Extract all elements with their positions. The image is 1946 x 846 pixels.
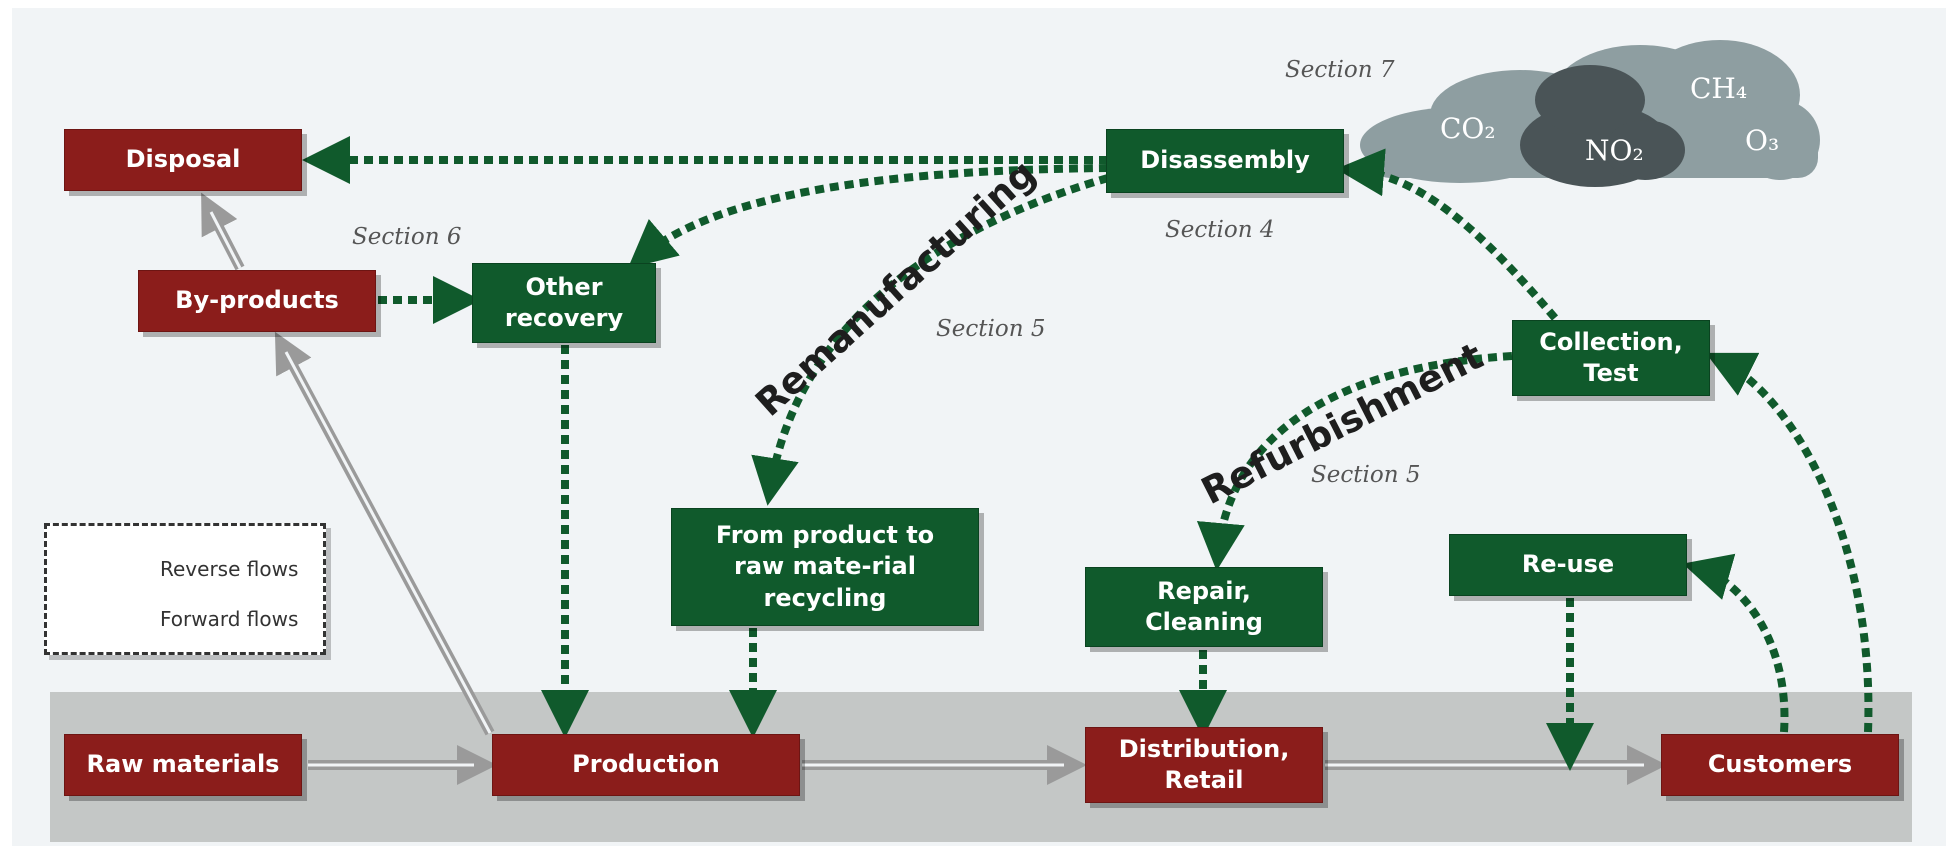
- legend-reverse-label: Reverse flows: [160, 557, 299, 581]
- section-5-remanufacturing-label: Section 5: [936, 316, 1046, 342]
- node-distribution-retail: Distribution, Retail: [1085, 727, 1323, 803]
- emissions-cloud: CO₂ CH₄ NO₂ O₃: [1360, 40, 1820, 187]
- flow-disassembly-to-recycling: [751, 174, 1110, 506]
- node-customers: Customers: [1661, 734, 1899, 796]
- flow-customers-to-reuse: [1682, 553, 1789, 733]
- flow-disassembly-to-other-recovery: [627, 164, 1109, 269]
- node-by-products: By-products: [138, 270, 376, 332]
- node-other-recovery: Other recovery: [472, 263, 656, 343]
- co2-label: CO₂: [1440, 112, 1496, 145]
- ch4-label: CH₄: [1690, 72, 1747, 105]
- section-7-label: Section 7: [1285, 57, 1395, 83]
- legend: [44, 523, 326, 655]
- section-5-refurbishment-label: Section 5: [1311, 462, 1421, 488]
- section-4-label: Section 4: [1165, 217, 1275, 243]
- node-production: Production: [492, 734, 800, 796]
- flow-collection-to-disassembly: [1336, 148, 1559, 321]
- section-6-label: Section 6: [352, 224, 462, 250]
- legend-forward-label: Forward flows: [160, 607, 299, 631]
- o3-label: O₃: [1745, 124, 1779, 157]
- no2-label: NO₂: [1585, 134, 1644, 167]
- node-recycling: From product to raw mate-rial recycling: [671, 508, 979, 626]
- node-disposal: Disposal: [64, 129, 302, 191]
- node-repair-cleaning: Repair, Cleaning: [1085, 567, 1323, 647]
- node-raw-materials: Raw materials: [64, 734, 302, 796]
- flow-collection-to-repair: [1196, 352, 1513, 571]
- flow-customers-to-collection: [1705, 352, 1873, 733]
- node-disassembly: Disassembly: [1106, 129, 1344, 193]
- node-re-use: Re-use: [1449, 534, 1687, 596]
- reverse-flows: [302, 136, 1873, 771]
- node-collection-test: Collection, Test: [1512, 320, 1710, 396]
